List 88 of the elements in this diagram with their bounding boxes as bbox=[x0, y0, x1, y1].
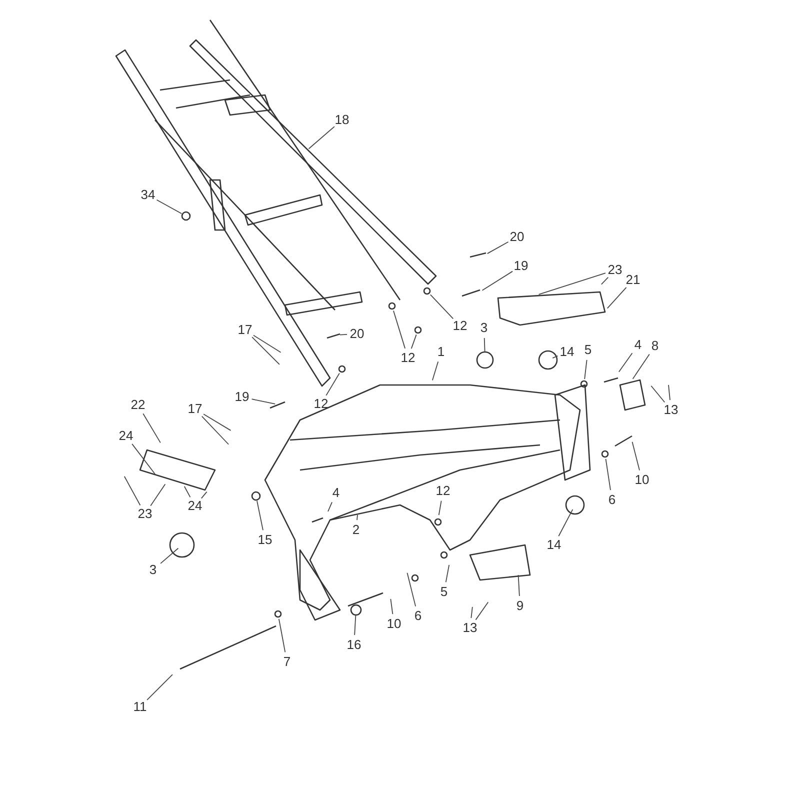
leader-line bbox=[278, 618, 286, 653]
callout-number: 9 bbox=[516, 599, 524, 613]
leader-line bbox=[600, 276, 609, 285]
leader-line bbox=[340, 334, 348, 336]
callout-number: 8 bbox=[651, 339, 659, 353]
leader-line bbox=[606, 286, 627, 309]
callout-number: 24 bbox=[188, 499, 202, 513]
callout-number: 2 bbox=[352, 523, 360, 537]
callout-number: 18 bbox=[334, 113, 350, 127]
callout-number: 10 bbox=[634, 473, 650, 487]
leader-line bbox=[538, 272, 606, 295]
leader-line bbox=[406, 572, 416, 607]
leader-line bbox=[668, 384, 670, 400]
leader-line bbox=[160, 548, 179, 564]
callout-number: 13 bbox=[462, 621, 478, 635]
callout-number: 20 bbox=[510, 230, 524, 244]
leader-line bbox=[650, 385, 666, 403]
leader-line bbox=[256, 500, 264, 531]
leader-line bbox=[432, 361, 439, 381]
leader-line bbox=[482, 270, 513, 291]
callout-number: 23 bbox=[608, 263, 622, 277]
leader-line bbox=[150, 484, 166, 506]
leader-line bbox=[393, 310, 406, 349]
callout-number: 3 bbox=[149, 563, 157, 577]
leader-line bbox=[326, 372, 340, 396]
callout-number: 3 bbox=[480, 321, 488, 335]
callout-number: 34 bbox=[140, 188, 156, 202]
leader-line bbox=[201, 416, 229, 445]
callout-number: 4 bbox=[634, 338, 642, 352]
callout-number: 5 bbox=[584, 343, 592, 357]
callout-number: 15 bbox=[258, 533, 272, 547]
leader-line bbox=[251, 398, 276, 404]
leader-line bbox=[470, 606, 473, 619]
leader-line bbox=[605, 458, 611, 491]
leader-line bbox=[390, 598, 394, 615]
callout-number: 13 bbox=[664, 403, 678, 417]
leader-line bbox=[618, 352, 633, 372]
callout-number: 24 bbox=[118, 429, 134, 443]
callout-number: 10 bbox=[386, 617, 402, 631]
leader-line bbox=[445, 564, 450, 583]
callout-number: 22 bbox=[130, 398, 146, 412]
callout-number: 19 bbox=[234, 390, 250, 404]
leader-line bbox=[146, 674, 173, 700]
leader-line bbox=[124, 476, 141, 506]
callout-number: 4 bbox=[332, 486, 340, 500]
leader-line bbox=[584, 359, 588, 380]
leader-line bbox=[184, 486, 191, 498]
leader-line bbox=[484, 338, 486, 352]
leader-line bbox=[203, 414, 232, 431]
leader-line bbox=[558, 508, 574, 537]
callout-number: 12 bbox=[436, 484, 450, 498]
callout-number: 23 bbox=[138, 507, 152, 521]
callout-number: 11 bbox=[133, 700, 147, 714]
leader-line bbox=[430, 294, 454, 320]
leader-line bbox=[132, 444, 156, 474]
leader-line bbox=[518, 574, 520, 596]
callout-number: 12 bbox=[452, 319, 468, 333]
leader-line bbox=[252, 336, 280, 365]
callout-number: 17 bbox=[188, 402, 202, 416]
leader-line bbox=[253, 334, 282, 353]
leader-line bbox=[156, 199, 182, 214]
callout-number: 6 bbox=[414, 609, 422, 623]
callout-number: 21 bbox=[626, 273, 640, 287]
leader-line bbox=[475, 602, 489, 620]
leader-line bbox=[356, 514, 358, 520]
leader-line bbox=[552, 355, 558, 358]
callout-number: 7 bbox=[283, 655, 291, 669]
leader-line bbox=[142, 413, 161, 444]
callout-number: 12 bbox=[400, 351, 416, 365]
leader-line bbox=[308, 126, 335, 150]
leader-line bbox=[354, 614, 356, 636]
leader-line bbox=[328, 502, 332, 512]
callout-number: 14 bbox=[560, 345, 574, 359]
callout-number: 19 bbox=[514, 259, 528, 273]
leader-line bbox=[438, 500, 442, 516]
callout-number: 17 bbox=[238, 323, 252, 337]
callout-number: 6 bbox=[608, 493, 616, 507]
leader-line bbox=[632, 441, 640, 471]
callout-number: 14 bbox=[546, 538, 562, 552]
callout-number: 1 bbox=[437, 345, 445, 359]
leader-line bbox=[632, 354, 650, 380]
callout-number: 16 bbox=[346, 638, 362, 652]
leader-line bbox=[410, 334, 417, 350]
callout-number: 12 bbox=[314, 397, 328, 411]
callout-number: 20 bbox=[350, 327, 364, 341]
leader-line bbox=[200, 491, 208, 499]
callout-number: 5 bbox=[440, 585, 448, 599]
leader-line bbox=[486, 241, 509, 254]
